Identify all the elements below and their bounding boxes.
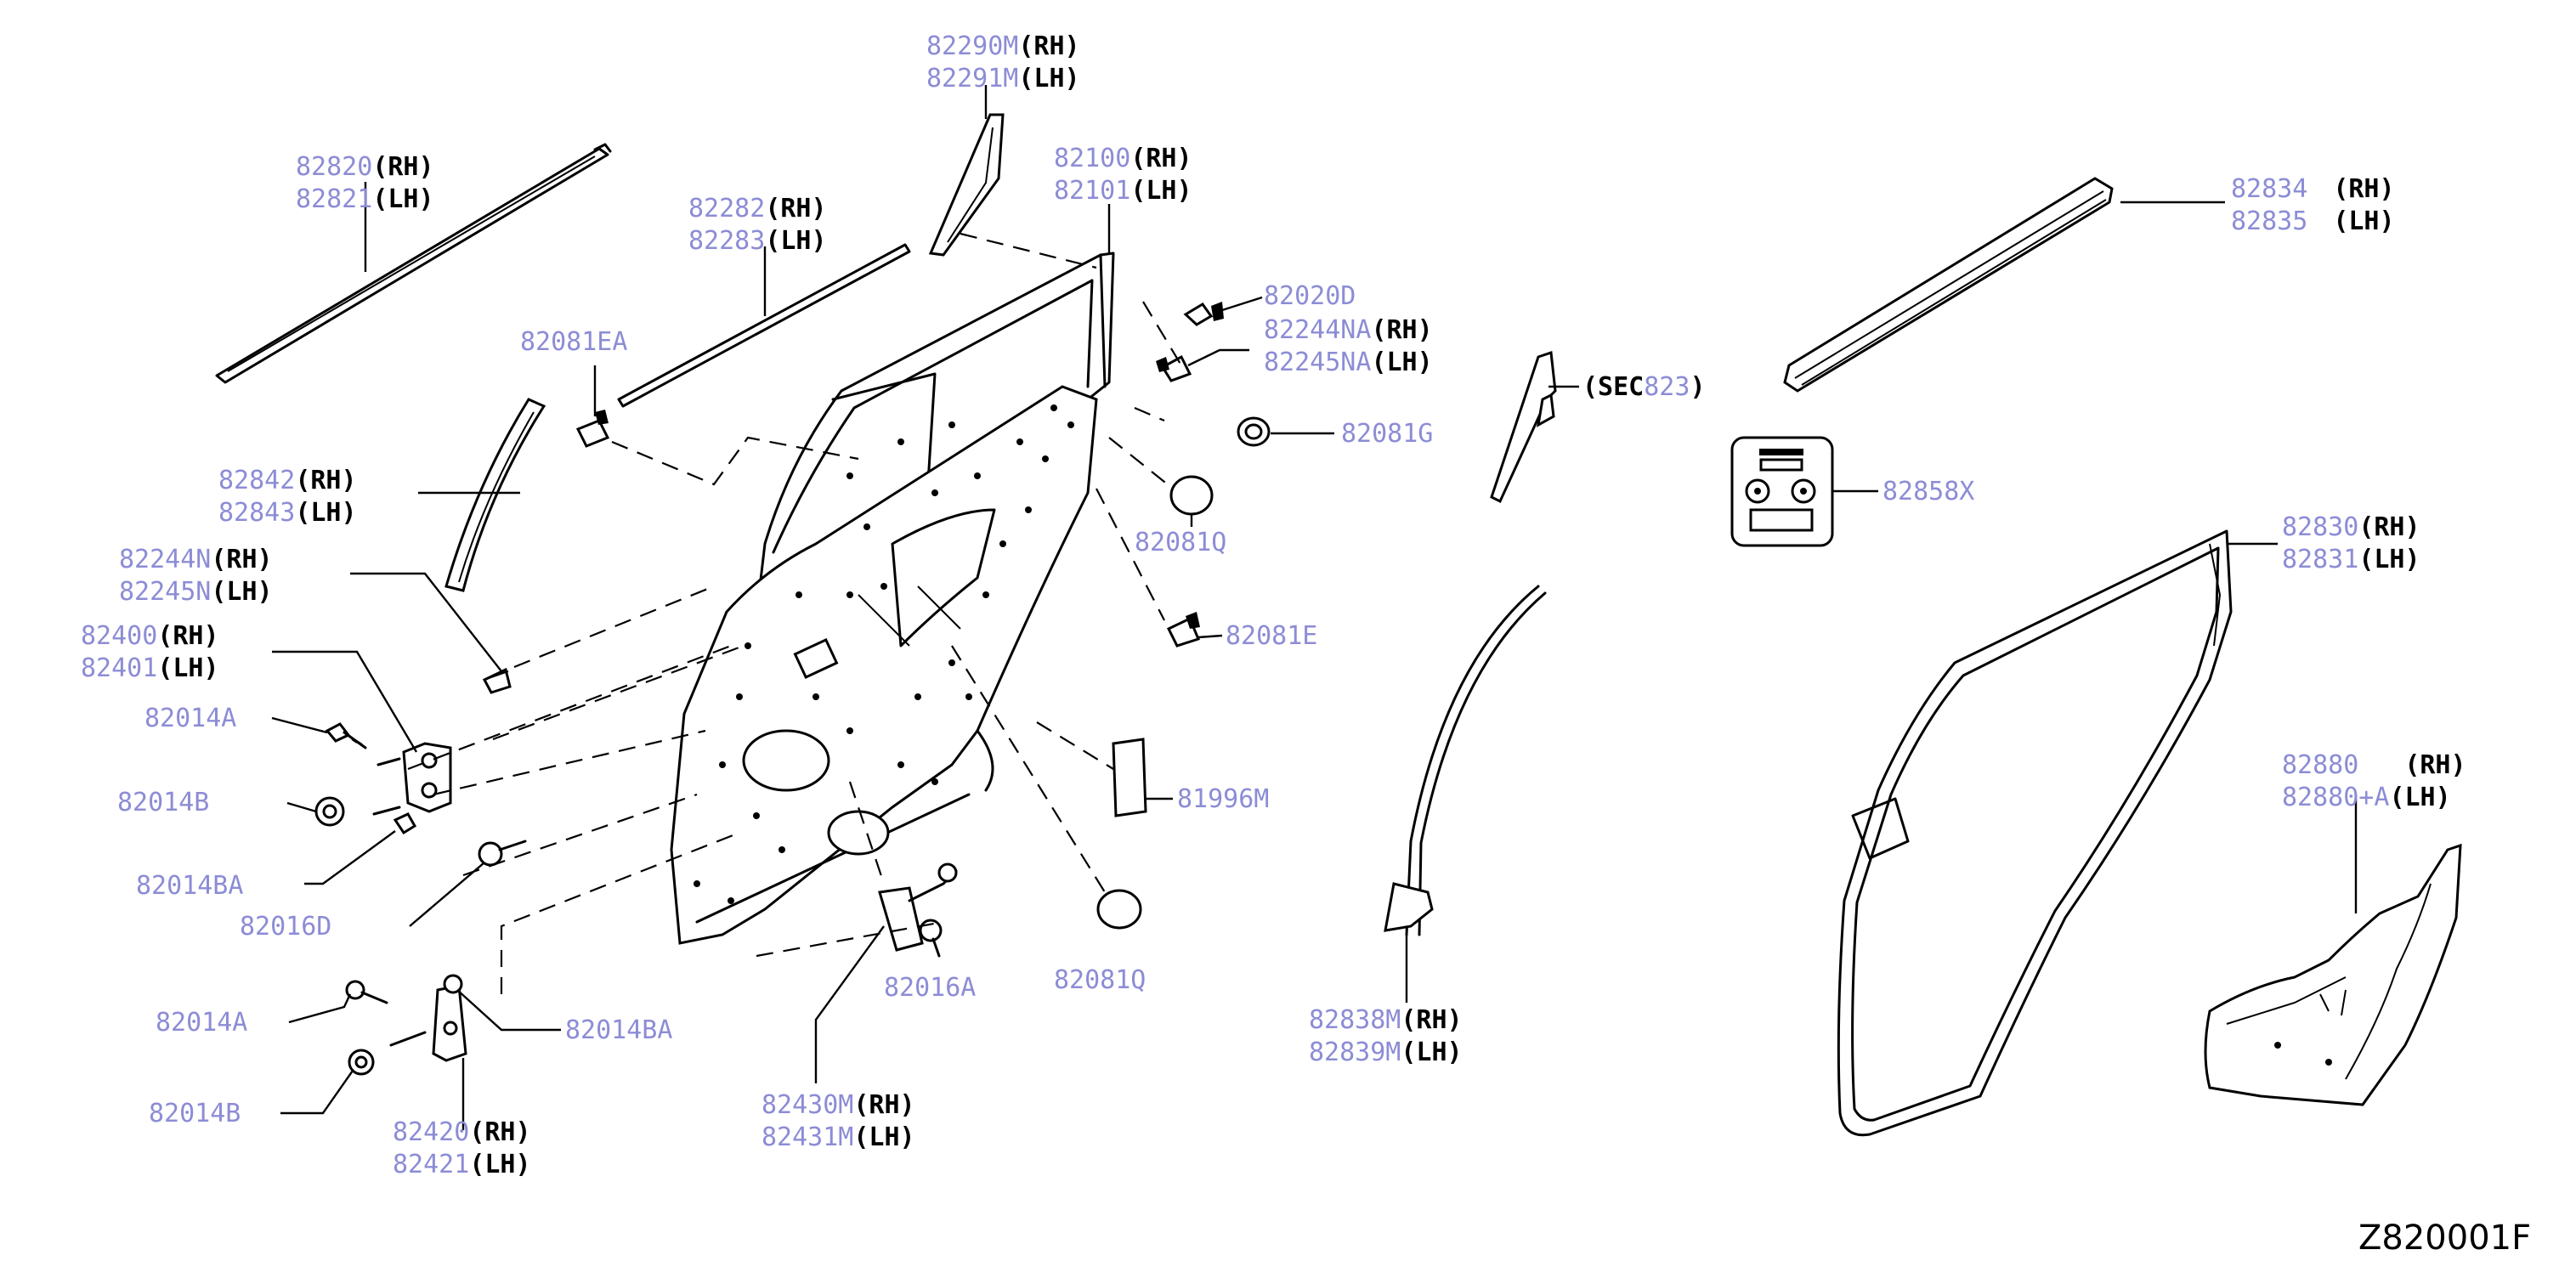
bolt-82014A-lower [345,980,388,1004]
inner-weatherstrip-82282 [617,243,911,408]
callout-82244N[interactable]: 82244N(RH) 82245N(LH) [119,545,288,607]
callout-82290M[interactable]: 82290M(RH) 82291M(LH) [926,31,1096,93]
sash-finisher-82842 [444,398,546,592]
upper-hinge-82400 [372,742,452,816]
callout-82430M[interactable]: 82430M(RH) 82431M(LH) [761,1090,931,1152]
callout-82420[interactable]: 82420(RH) 82421(LH) [393,1117,546,1179]
callout-82014B-lower[interactable]: 82014B [149,1099,241,1128]
callout-81996M[interactable]: 81996M [1177,784,1269,814]
label-plate-82858X [1730,436,1834,547]
callout-82244NA[interactable]: 82244NA(RH) 82245NA(LH) [1264,315,1448,377]
callout-82016D[interactable]: 82016D [240,912,331,942]
clip-82081E [1166,612,1201,647]
clip-82244N [482,667,512,694]
leader-lines [271,85,2358,1130]
callout-82880[interactable]: 82880(RH) 82880+A(LH) [2282,750,2482,812]
callout-82842[interactable]: 82842(RH) 82843(LH) [218,466,372,528]
clip-82020D [1183,302,1224,326]
nut-82014B-upper [314,796,345,827]
callout-82100[interactable]: 82100(RH) 82101(LH) [1054,144,1208,206]
callout-82081Q-upper[interactable]: 82081Q [1135,528,1226,557]
clip-82244NA [1156,354,1192,382]
sticker-81996M [1112,738,1147,817]
callout-82400[interactable]: 82400(RH) 82401(LH) [81,621,235,683]
callout-82081G[interactable]: 82081G [1341,419,1433,449]
lower-hinge-82420 [389,974,467,1062]
plug-82081Q-upper [1169,475,1214,516]
callout-82014BA-lower[interactable]: 82014BA [565,1015,672,1045]
callout-82014A-lower[interactable]: 82014A [156,1008,247,1038]
bolt-82014A-upper [325,722,367,749]
outer-moulding-82834 [1783,177,2114,393]
sash-seal-82838M [1384,585,1547,936]
callouts: 82820(RH) 82821(LH) 82282(RH) 82283(LH) … [81,31,2531,1258]
door-panel-82100 [670,252,1115,945]
callout-82081EA[interactable]: 82081EA [520,327,627,357]
nut-82014B-lower [348,1049,375,1076]
sealing-screen-82880 [2204,843,2462,1106]
callout-82014BA-upper[interactable]: 82014BA [136,871,243,901]
callout-82820[interactable]: 82820(RH) 82821(LH) [296,152,450,214]
clip-82081EA [575,410,610,448]
callout-82014B-upper[interactable]: 82014B [117,788,209,817]
check-link-82430M [878,862,958,952]
callout-82081E[interactable]: 82081E [1226,621,1317,651]
quarter-trim-sec823 [1490,350,1557,504]
callout-82016A[interactable]: 82016A [884,973,976,1003]
callout-82020D[interactable]: 82020D [1264,281,1356,311]
callout-82830[interactable]: 82830(RH) 82831(LH) [2282,512,2436,574]
callout-82081Q-lower[interactable]: 82081Q [1054,965,1146,995]
callout-82014A-upper[interactable]: 82014A [144,704,236,733]
grommet-82081G [1237,416,1271,447]
callout-82858X[interactable]: 82858X [1882,477,1974,506]
callout-82282[interactable]: 82282(RH) 82283(LH) [688,194,842,256]
plug-82081Q-lower [1096,889,1142,930]
nut-82014BA-upper [393,812,417,835]
diagram-id: Z820001F [2358,1219,2531,1258]
door-weatherstrip-82830 [1837,529,2233,1137]
outer-belt-moulding-82820 [215,143,612,384]
corner-finisher-82290M [928,113,1005,257]
callout-sec-823[interactable]: (SEC823) [1582,372,1706,402]
callout-82834[interactable]: 82834(RH) 82835(LH) [2231,174,2410,236]
callout-82838M[interactable]: 82838M(RH) 82839M(LH) [1309,1005,1478,1067]
assembly-lines [407,232,1182,994]
